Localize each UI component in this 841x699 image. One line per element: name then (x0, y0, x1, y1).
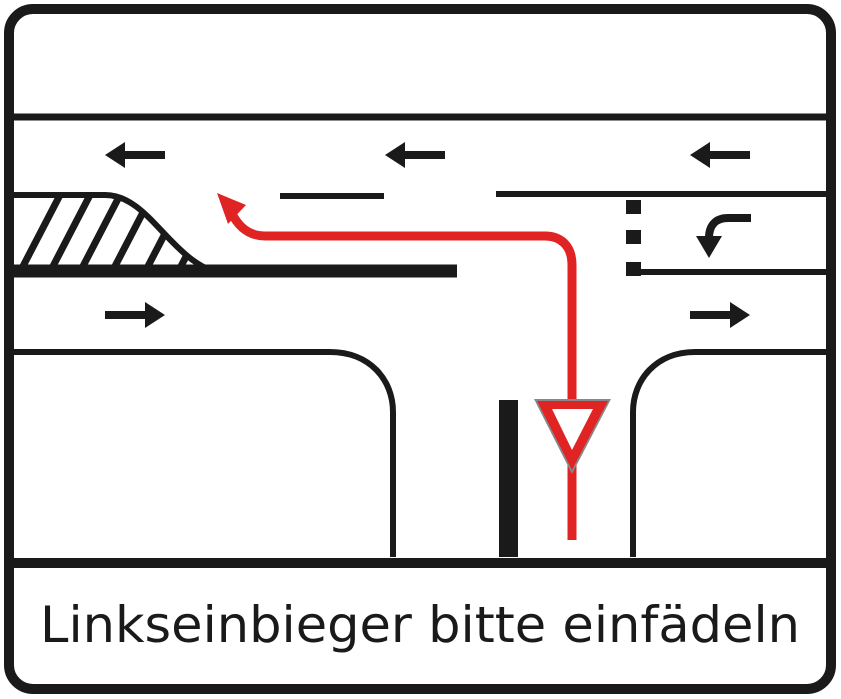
road-markings (14, 113, 830, 278)
route-arrowhead-icon (217, 193, 246, 224)
dotted-mark (626, 230, 641, 244)
arrow-left-icon (385, 142, 445, 168)
yield-sign-icon (534, 399, 611, 474)
direction-arrows (105, 142, 751, 328)
stop-line-bar (499, 400, 518, 557)
hatched-island (14, 192, 223, 277)
arrow-left-icon (105, 142, 165, 168)
route-path (226, 209, 577, 540)
road-edge-right-corner (630, 349, 830, 557)
sign-border (4, 4, 836, 694)
sign-caption: Linkseinbieger bitte einfädeln (40, 596, 800, 654)
arrow-left-icon (690, 142, 750, 168)
route-arrow (217, 193, 577, 540)
arrow-right-icon (690, 302, 750, 328)
dotted-mark (626, 200, 641, 214)
road-edge-left-corner (14, 349, 396, 557)
road-edges (14, 349, 830, 568)
arrow-turn-left-icon (696, 214, 751, 258)
arrow-right-icon (105, 302, 165, 328)
dotted-mark (626, 262, 641, 276)
